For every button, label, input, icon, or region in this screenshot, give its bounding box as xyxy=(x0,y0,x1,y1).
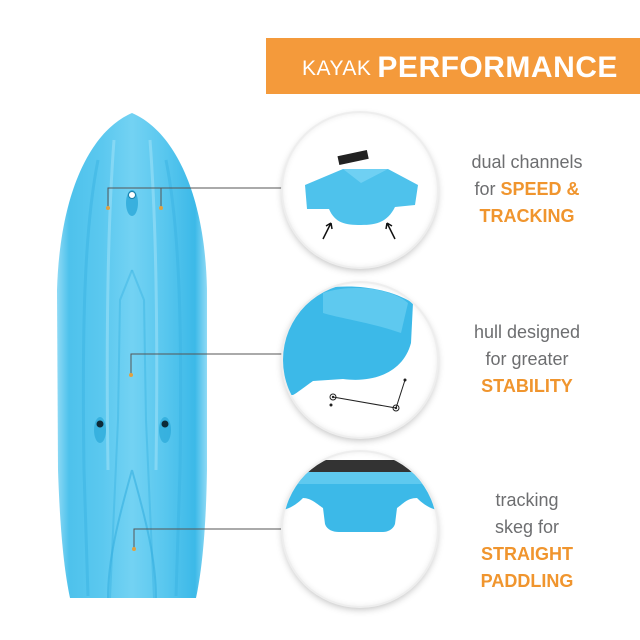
hull-stability-closeup xyxy=(283,283,437,437)
banner-prefix: KAYAK xyxy=(302,57,372,80)
tracking-skeg-closeup xyxy=(283,452,437,606)
banner-title: PERFORMANCE xyxy=(377,51,618,84)
callout-line-skeg xyxy=(133,528,290,548)
kayak-body xyxy=(57,113,207,598)
feature-caption-skeg: tracking skeg for STRAIGHT PADDLING xyxy=(480,490,574,591)
callout-line-channels xyxy=(107,187,290,208)
callout-line-stability xyxy=(130,353,290,374)
feature-caption-stability: hull designed for greater STABILITY xyxy=(473,322,581,396)
hull-channels-closeup xyxy=(283,113,437,267)
feature-caption-channels: dual channels for SPEED & TRACKING xyxy=(471,152,583,226)
title-banner: KAYAK PERFORMANCE xyxy=(266,38,640,94)
